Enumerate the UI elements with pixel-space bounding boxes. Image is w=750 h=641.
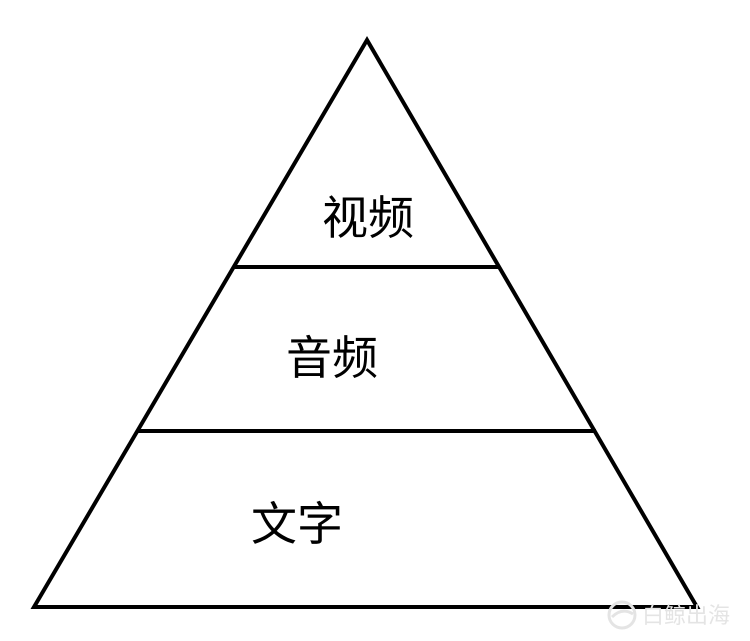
pyramid-outline bbox=[30, 36, 701, 609]
watermark-text: 白鲸出海 bbox=[642, 604, 730, 629]
tier-label-video: 视频 bbox=[322, 191, 414, 245]
watermark: 白鲸出海 bbox=[607, 600, 730, 630]
tier-label-audio: 音频 bbox=[286, 331, 378, 385]
whale-logo-icon bbox=[607, 600, 637, 630]
tier-label-text: 文字 bbox=[251, 497, 343, 551]
